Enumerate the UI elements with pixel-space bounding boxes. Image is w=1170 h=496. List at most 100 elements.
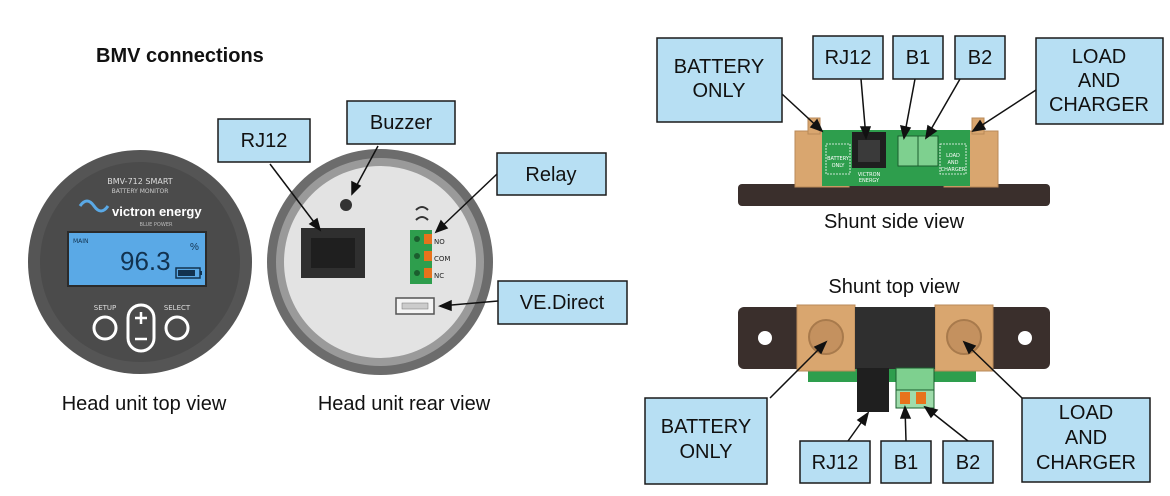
relay-pin-label-no: NO: [434, 238, 445, 246]
callout-relay-text: Relay: [525, 164, 576, 186]
callout-side-battery-text-1: BATTERY: [674, 56, 764, 78]
callout-top-b1-text: B1: [894, 452, 918, 474]
callout-vedirect: [497, 280, 628, 325]
leader-top-load: [963, 341, 1023, 399]
display-unit: %: [190, 242, 199, 253]
head-top-caption: Head unit top view: [62, 393, 227, 415]
callout-vedirect-text: VE.Direct: [520, 292, 605, 314]
arrowhead-side-battery: [809, 118, 824, 133]
callout-side-load-text-1: LOAD: [1072, 46, 1126, 68]
callout-rj12-rear: [217, 118, 311, 163]
buzzer-hole: [340, 199, 352, 211]
callout-top-rj12: [799, 440, 871, 484]
leader-top-battery: [769, 341, 827, 399]
relay-pin-no: [424, 234, 432, 244]
head-unit-top-view: BMV-712 SMART BATTERY MONITOR victron en…: [28, 150, 252, 415]
callout-side-b1: [892, 35, 944, 80]
shunt-top-resistor: [855, 307, 935, 369]
select-label: SELECT: [164, 304, 191, 312]
brand-label: victron energy: [112, 204, 202, 219]
relay-pin-label-com: COM: [434, 255, 450, 263]
callout-side-battery-text-2: ONLY: [693, 80, 746, 102]
shunt-side-view: BATTERY ONLY VICTRON ENERGY LOAD AND CHA…: [656, 35, 1164, 233]
tagline-label: BLUE POWER: [140, 222, 173, 228]
model-label: BMV-712 SMART: [107, 177, 173, 186]
lcd-display: [67, 231, 207, 287]
shunt-top-view: Shunt top view BATTERY O: [644, 276, 1151, 485]
callout-relay: [496, 152, 607, 196]
callout-top-load: [1021, 397, 1151, 483]
shunt-top-caption: Shunt top view: [828, 276, 960, 298]
callout-buzzer-text: Buzzer: [370, 112, 433, 134]
callout-side-b2: [954, 35, 1006, 80]
display-mode-label: MAIN: [73, 238, 89, 245]
arrowhead-top-battery: [813, 340, 828, 355]
callout-side-rj12: [812, 35, 884, 80]
shunt-side-b1-terminal: [897, 135, 919, 167]
callout-top-battery-text-1: BATTERY: [661, 416, 751, 438]
shunt-side-base: [738, 184, 1050, 206]
arrowhead-top-load: [962, 340, 977, 355]
leader-relay: [435, 173, 498, 233]
arrowhead-side-rj12: [859, 126, 872, 140]
callout-top-rj12-text: RJ12: [812, 452, 859, 474]
callout-top-b1: [880, 440, 932, 484]
callout-buzzer: [346, 100, 456, 145]
callout-side-load: [1035, 37, 1164, 125]
callout-top-battery: [644, 397, 768, 485]
setup-button[interactable]: [92, 315, 118, 341]
arrowhead-relay: [434, 219, 449, 234]
leader-rj12: [269, 163, 321, 231]
relay-pin-nc: [424, 268, 432, 278]
victron-logo-icon: [78, 199, 110, 213]
pcb-load-text-3: CHARGER: [941, 167, 966, 173]
diagram-title: BMV connections: [96, 45, 264, 67]
shunt-top-b-terminal-block: [895, 367, 935, 391]
battery-bar-icon: [175, 267, 202, 279]
arrowhead-top-b1: [899, 405, 912, 419]
select-button[interactable]: [164, 315, 190, 341]
shunt-top-rj12-socket: [857, 368, 889, 412]
callout-top-battery-text-2: ONLY: [680, 441, 733, 463]
plus-icon: [135, 312, 147, 324]
setup-label: SETUP: [94, 304, 117, 312]
callout-side-battery: [656, 37, 783, 123]
callout-top-load-text-2: AND: [1065, 427, 1107, 449]
arrowhead-buzzer: [351, 180, 362, 196]
shunt-top-b2-pin: [916, 392, 926, 404]
relay-pin-com: [424, 251, 432, 261]
pcb-load-text-1: LOAD: [946, 153, 960, 159]
load-bolt: [946, 319, 982, 355]
plus-minus-rocker[interactable]: [126, 303, 156, 353]
shunt-side-b2-terminal: [917, 135, 939, 167]
callout-side-b2-text: B2: [968, 47, 992, 69]
pcb-brand-text-2: ENERGY: [859, 178, 880, 184]
relay-symbol-icon: [415, 206, 429, 221]
battery-bolt: [808, 319, 844, 355]
pcb-battery-text-1: BATTERY: [827, 156, 850, 162]
pcb-load-text-2: AND: [947, 160, 958, 166]
arrowhead-side-load: [971, 119, 987, 133]
shunt-side-pcb: [822, 130, 970, 186]
mounting-hole-right: [1018, 331, 1032, 345]
callout-side-rj12-text: RJ12: [825, 47, 872, 69]
display-value: 96.3: [120, 246, 171, 276]
mounting-hole-left: [758, 331, 772, 345]
arrowhead-top-rj12: [856, 411, 870, 427]
subtitle-label: BATTERY MONITOR: [112, 188, 169, 195]
arrowhead-side-b2: [924, 124, 938, 140]
leader-side-load: [972, 89, 1037, 132]
arrowhead-side-b1: [899, 125, 912, 140]
callout-side-b1-text: B1: [906, 47, 930, 69]
callout-top-load-text-3: CHARGER: [1036, 452, 1136, 474]
head-rear-caption: Head unit rear view: [318, 393, 491, 415]
head-unit-rear-view: NO COM NC RJ12 Buzzer Relay VE.Direct He…: [217, 100, 628, 415]
callout-top-b2: [942, 440, 994, 484]
callout-side-load-text-3: CHARGER: [1049, 94, 1149, 116]
callout-side-load-text-2: AND: [1078, 70, 1120, 92]
callout-rj12-rear-text: RJ12: [241, 130, 288, 152]
pcb-brand-text-1: VICTRON: [858, 172, 881, 178]
callout-top-load-text-1: LOAD: [1059, 402, 1113, 424]
shunt-top-b1-pin: [900, 392, 910, 404]
